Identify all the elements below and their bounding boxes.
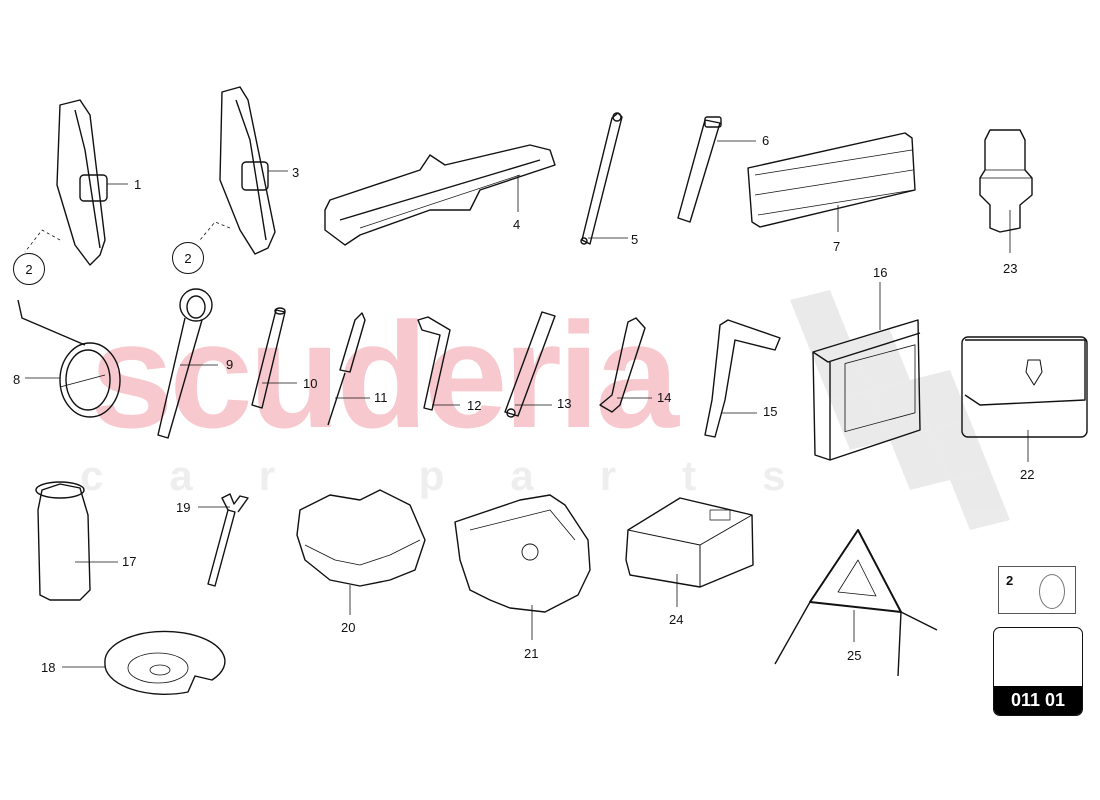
callout-15[interactable]: 15 [763,404,778,419]
extension-illustration [677,116,756,223]
socket-wrench-illustration [504,311,556,418]
hook-illustration [17,299,121,418]
callout-7[interactable]: 7 [833,239,841,254]
diagram-code-tag: 011 01 [993,627,1083,716]
callout-18[interactable]: 18 [41,660,56,675]
disc-illustration [62,630,226,695]
diagram-code: 011 01 [994,686,1082,715]
callout-24[interactable]: 24 [669,612,684,627]
callout-22[interactable]: 22 [1020,467,1035,482]
callout-6[interactable]: 6 [762,133,770,148]
jack-illustration [324,144,556,246]
towing-eye-illustration [157,288,218,439]
warning-triangle-illustration [774,529,938,677]
circle-ref-2a[interactable]: 2 [13,253,45,285]
callout-12[interactable]: 12 [467,398,482,413]
callout-11[interactable]: 11 [374,390,388,405]
strap-3-illustration [199,86,288,255]
callout-17[interactable]: 17 [122,554,137,569]
tray-illustration [296,489,426,615]
first-aid-box-illustration [812,282,921,461]
emblem-icon [1039,574,1065,609]
lock-nut-illustration [979,129,1033,253]
callout-20[interactable]: 20 [341,620,356,635]
callout-25[interactable]: 25 [847,648,862,663]
callout-13[interactable]: 13 [557,396,572,411]
callout-19[interactable]: 19 [176,500,191,515]
crank-illustration [580,112,628,245]
callout-5[interactable]: 5 [631,232,639,247]
l-wrench-illustration [417,316,460,411]
watermark-main: scuderia [90,291,679,459]
callout-21[interactable]: 21 [524,646,539,661]
callout-3[interactable]: 3 [292,165,300,180]
callout-23[interactable]: 23 [1003,261,1018,276]
callout-1[interactable]: 1 [134,177,142,192]
circle-ref-2b[interactable]: 2 [172,242,204,274]
screwdriver-illustration [327,312,370,426]
callout-8[interactable]: 8 [13,372,21,387]
reference-box-label: 2 [1006,573,1014,588]
callout-4[interactable]: 4 [513,217,521,232]
case-illustration [625,497,754,607]
callout-9[interactable]: 9 [226,357,234,372]
spanner-illustration [599,317,652,413]
callout-10[interactable]: 10 [303,376,318,391]
callout-16[interactable]: 16 [873,265,888,280]
watermark-sub: car parts [80,452,852,499]
bottle-illustration [35,481,118,601]
pouch-illustration [747,132,916,232]
t-tool-illustration [704,319,781,438]
pin-illustration [251,307,297,409]
emblem-reference-box: 2 [998,566,1076,614]
wallet-illustration [961,336,1088,462]
wing-bolt-illustration [198,493,249,587]
callout-14[interactable]: 14 [657,390,672,405]
compartment-illustration [454,494,591,640]
strap-1-illustration [24,99,128,266]
